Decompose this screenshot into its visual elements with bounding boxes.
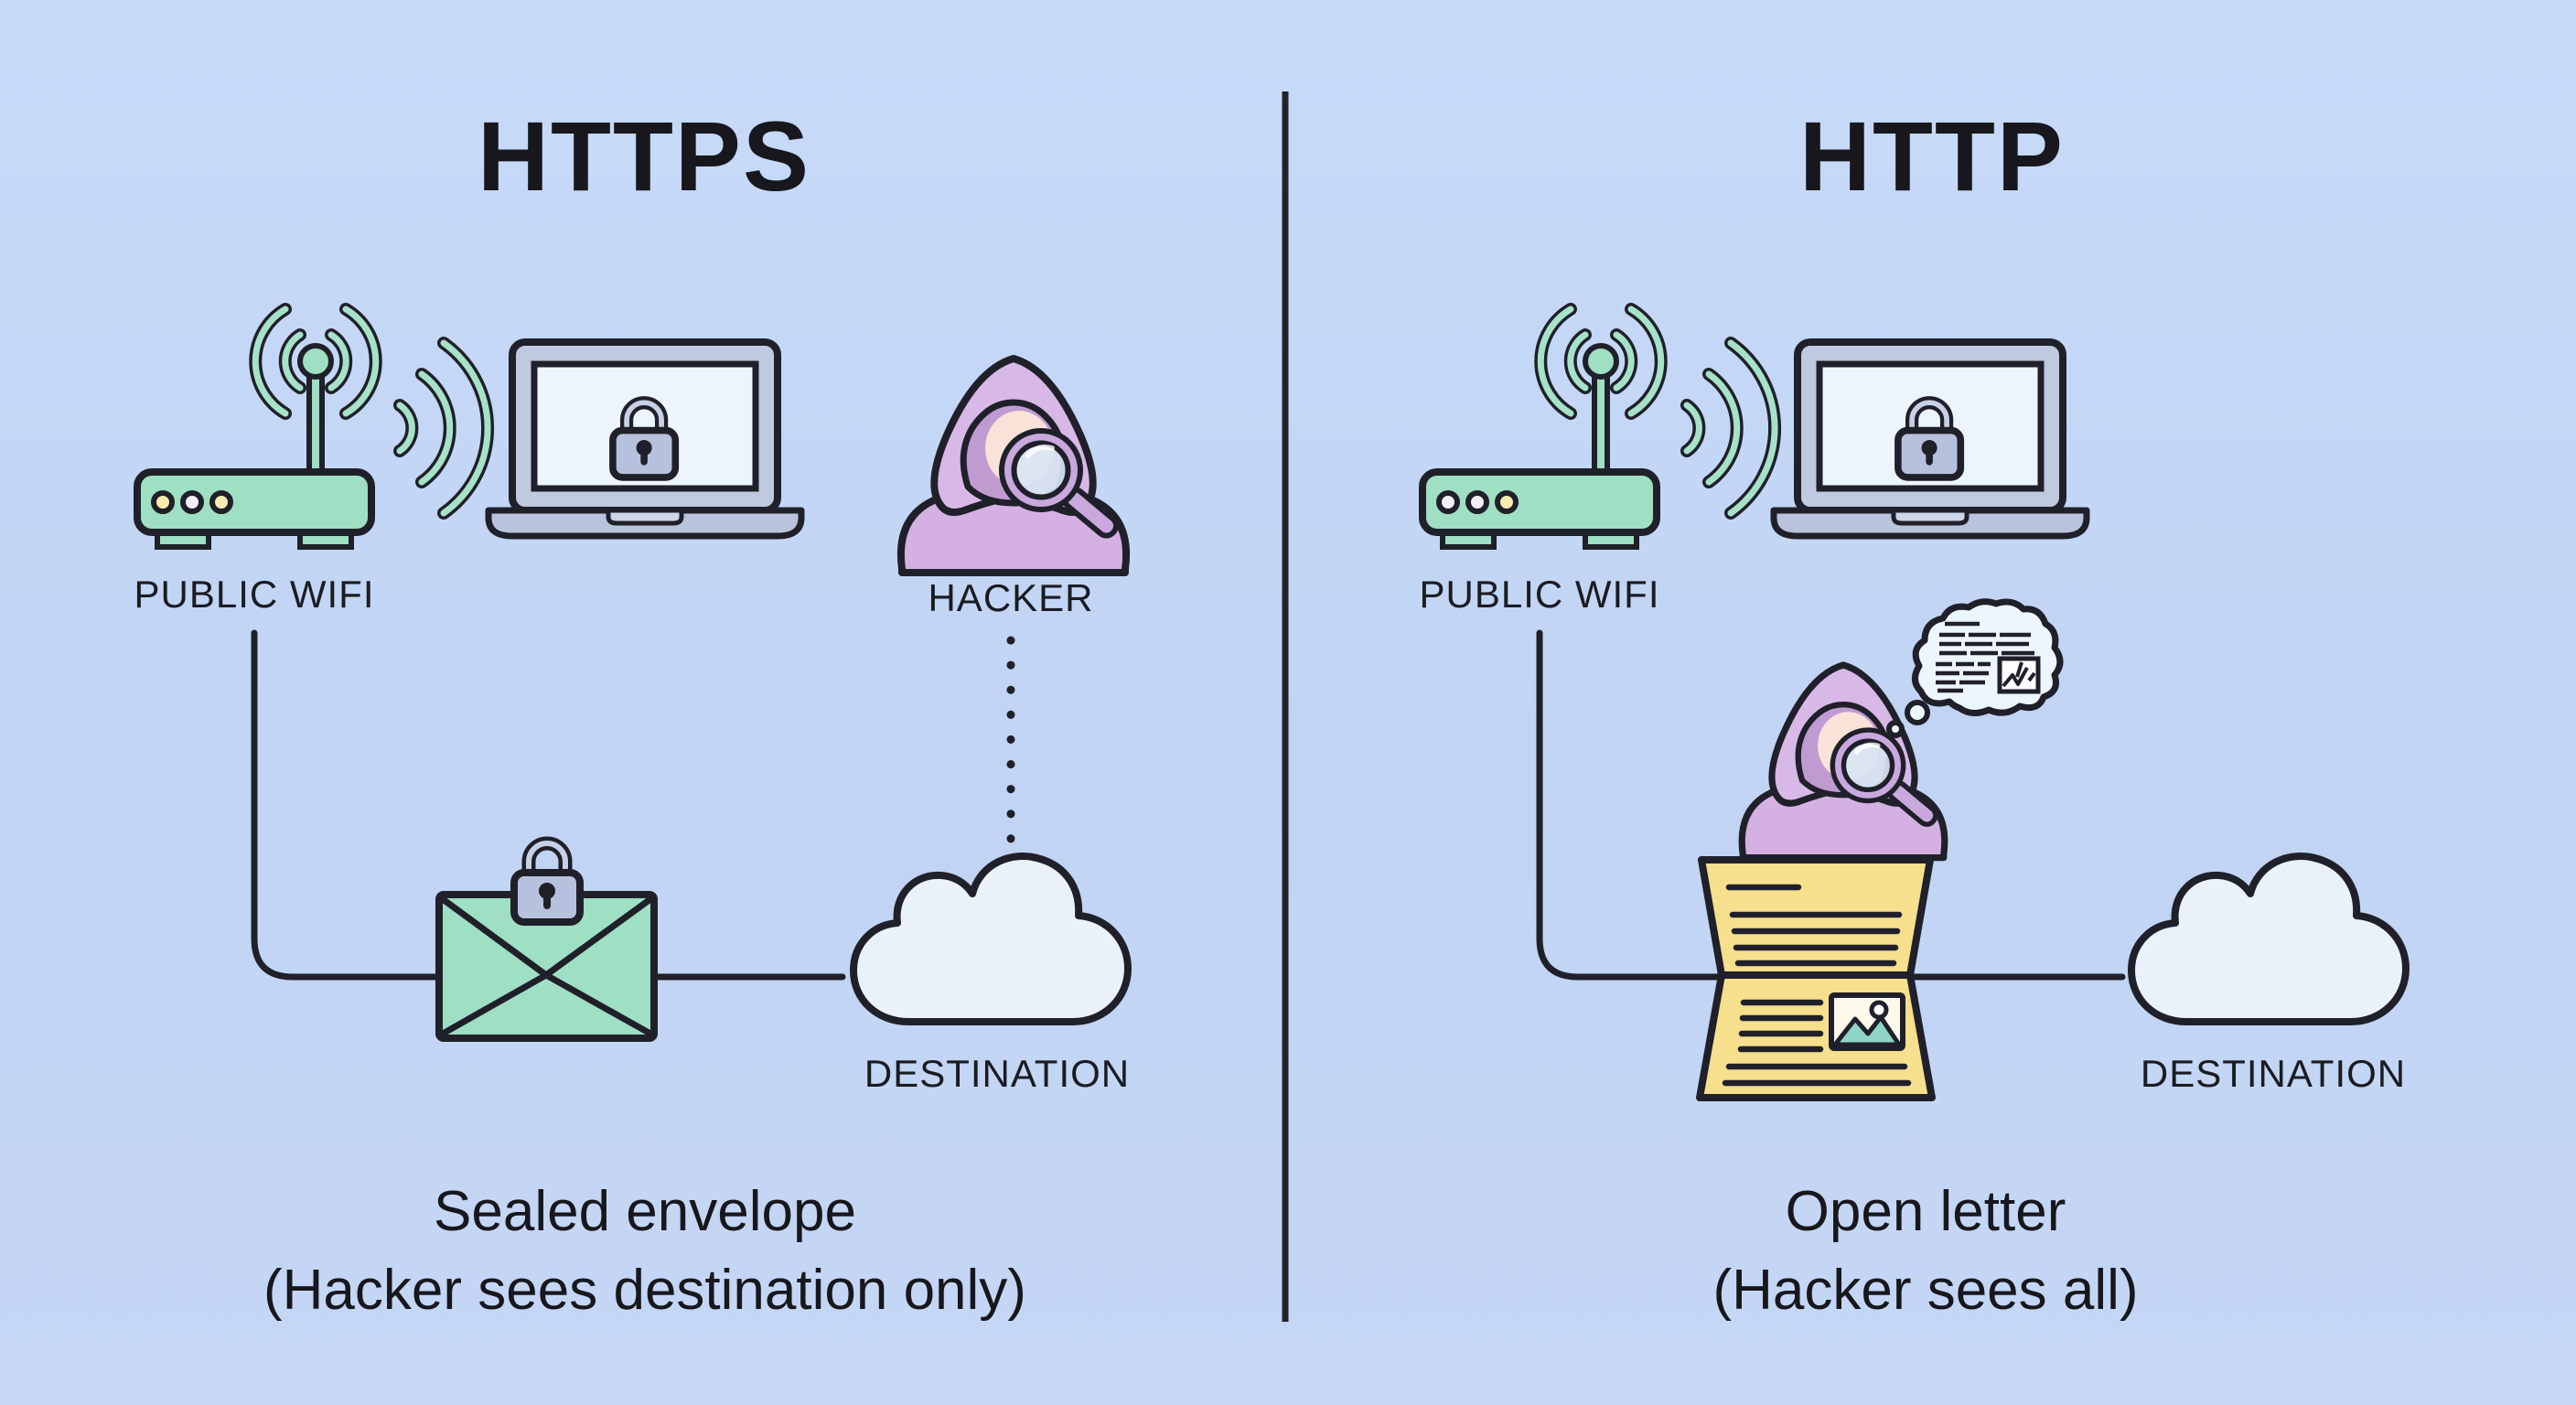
https-caption-line2: (Hacker sees destination only) — [263, 1258, 1026, 1322]
https-title: HTTPS — [477, 101, 810, 211]
open-letter-icon — [1696, 856, 1936, 1101]
public-wifi-label-right: PUBLIC WIFI — [1419, 573, 1660, 616]
router-led — [151, 490, 175, 514]
destination-label-right: DESTINATION — [2140, 1052, 2407, 1095]
hacker-label: HACKER — [928, 576, 1094, 619]
destination-label-left: DESTINATION — [864, 1052, 1131, 1095]
https-caption: Sealed envelope (Hacker sees destination… — [91, 1173, 1198, 1329]
hacker-icon — [901, 359, 1126, 573]
hacker-icon — [1742, 665, 1945, 858]
bubble-text-lines — [1936, 621, 2034, 693]
http-caption: Open letter (Hacker sees all) — [1372, 1173, 2479, 1329]
wifi-router-icon — [137, 309, 376, 547]
router-led — [209, 490, 233, 514]
router-led — [1465, 490, 1489, 514]
padlock-icon — [514, 843, 580, 922]
letter-text-lines — [1722, 884, 1912, 1087]
http-caption-line2: (Hacker sees all) — [1712, 1258, 2139, 1322]
router-led — [1495, 490, 1519, 514]
http-panel-art — [1422, 309, 2406, 1101]
http-caption-line1: Open letter — [1785, 1180, 2066, 1243]
connector-path-left — [251, 629, 846, 981]
wifi-signal-icon — [1687, 343, 1775, 513]
https-caption-line1: Sealed envelope — [434, 1180, 856, 1243]
router-led — [1436, 490, 1460, 514]
connector-path-right — [1536, 629, 2126, 981]
https-panel-art — [137, 309, 1128, 1042]
public-wifi-label-left: PUBLIC WIFI — [134, 573, 375, 616]
cloud-icon — [853, 856, 1128, 1022]
cloud-icon — [2131, 856, 2406, 1022]
router-led — [180, 490, 204, 514]
wifi-signal-icon — [400, 343, 488, 513]
letter-image-thumb — [1829, 992, 1905, 1051]
wifi-router-icon — [1422, 309, 1661, 547]
thought-bubble-icon — [1886, 598, 2064, 738]
http-title: HTTP — [1799, 101, 2065, 211]
